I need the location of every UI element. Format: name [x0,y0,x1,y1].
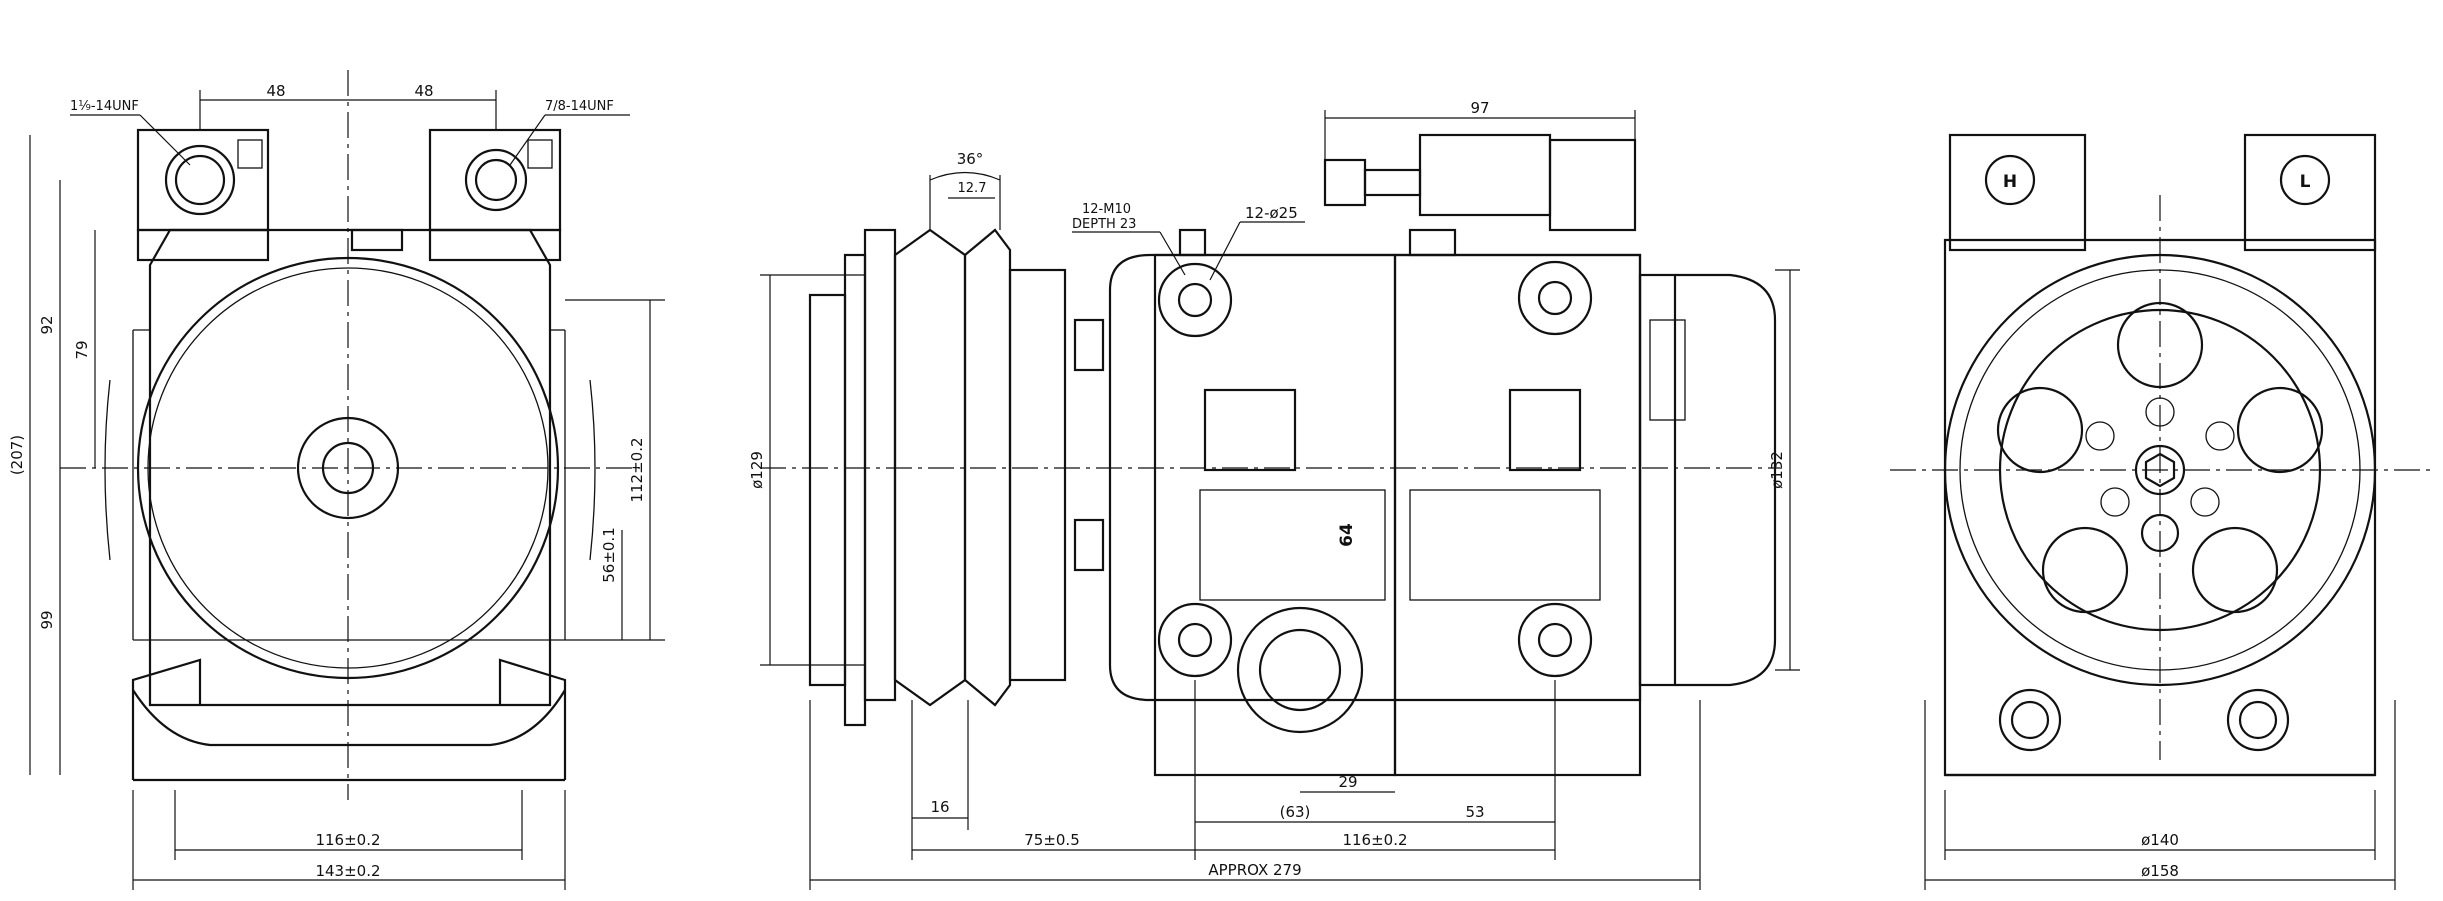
rear-view: H L ø140 ø158 [1890,133,2430,890]
right-thread-note: 7/8-14UNF [545,99,614,114]
left-port-fitting [164,144,236,216]
dim-29: 29 [1338,773,1357,791]
l-port-label: L [2300,172,2311,192]
left-port-block [136,128,270,232]
h-port-label: H [2003,172,2017,192]
rear-housing-outer [1943,253,2377,687]
dim-dia140: ø140 [2141,831,2179,849]
pulley-groove-2 [963,228,1012,707]
dim-63: (63) [1280,803,1311,821]
dim-116-front: 116±0.2 [315,831,380,849]
right-port-fitting [464,148,528,212]
dim-207: (207) [8,435,26,475]
dim-16: 16 [930,798,949,816]
dim-12-7: 12.7 [958,181,987,196]
clutch-hub [808,293,847,687]
dim-36-deg: 36° [957,150,984,168]
dim-approx-279: APPROX 279 [1208,861,1301,879]
dim-48-right: 48 [414,82,433,100]
dim-112: 112±0.2 [628,437,646,502]
h-port [1984,154,2036,206]
dim-dia158: ø158 [2141,862,2179,880]
dim-75: 75±0.5 [1024,831,1080,849]
front-pulley [136,256,560,680]
dim-99: 99 [38,610,56,629]
compressor-body [1108,253,1642,702]
service-valve [1418,133,1552,217]
side-view: 97 36° 12.7 12-M10 DEPTH 23 12-ø25 ø129 … [748,99,1800,890]
note-depth-23: DEPTH 23 [1072,217,1136,232]
right-port-block [428,128,562,232]
dim-92: 92 [38,315,56,334]
dim-48-left: 48 [266,82,285,100]
dim-143: 143±0.2 [315,862,380,880]
dim-79: 79 [73,340,91,359]
dim-64: 64 [1337,523,1357,547]
pulley-rim [863,228,897,702]
front-view: 48 48 1⅑-14UNF 7/8-14UNF (207) 92 79 99 … [8,70,665,890]
l-port [2279,154,2331,206]
dim-97: 97 [1470,99,1489,117]
note-12-m10: 12-M10 [1082,202,1131,217]
dim-dia129: ø129 [748,451,766,489]
dim-56: 56±0.1 [600,527,618,583]
dim-116-side: 116±0.2 [1342,831,1407,849]
left-thread-note: 1⅑-14UNF [70,99,139,114]
dim-53: 53 [1465,803,1484,821]
dim-dia132: ø132 [1768,451,1786,489]
shaft-seal-boss [1236,606,1364,734]
note-12-dia25: 12-ø25 [1245,204,1298,222]
